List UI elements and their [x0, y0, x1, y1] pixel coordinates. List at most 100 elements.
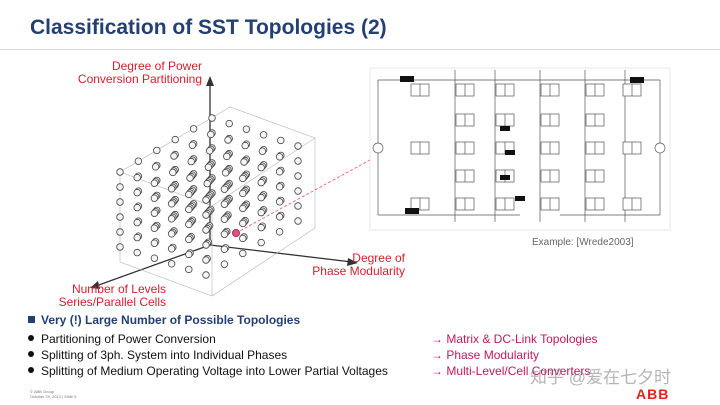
switch-cell	[585, 197, 605, 211]
lattice-dot	[186, 174, 194, 182]
lattice-dot	[257, 238, 265, 247]
lattice-dot	[133, 233, 141, 242]
lattice-dot	[204, 163, 213, 171]
lattice-dot	[294, 202, 302, 210]
lattice-dot	[167, 200, 176, 208]
lattice-dot	[116, 168, 124, 176]
title-divider	[0, 49, 720, 50]
lattice-dot	[208, 114, 216, 122]
lattice-dot	[185, 190, 193, 199]
lattice-dot	[220, 185, 229, 193]
lattice-dot	[167, 185, 176, 193]
switch-cell	[495, 83, 515, 97]
bullet-item: Splitting of 3ph. System into Individual…	[28, 348, 287, 362]
bullet-arrow-note: → Matrix & DC-Link Topologies	[431, 332, 598, 346]
lattice-dot	[116, 213, 124, 221]
lattice-dot	[277, 136, 285, 145]
switch-cell	[622, 141, 642, 155]
lattice-dot	[294, 142, 302, 150]
switch-cell	[495, 113, 515, 127]
switch-cell	[455, 141, 475, 155]
lattice-dot	[133, 218, 141, 227]
bullet-item: Splitting of Medium Operating Voltage in…	[28, 364, 388, 378]
lattice-dot	[167, 245, 176, 253]
phase-axis-label-line1: Degree of	[352, 251, 405, 265]
switch-cell	[540, 197, 560, 211]
switch-cell	[585, 83, 605, 97]
example-caption: Example: [Wrede2003]	[532, 237, 634, 248]
switch-cell	[622, 83, 642, 97]
lattice-dot	[242, 125, 251, 133]
lattice-dot	[167, 230, 176, 238]
abb-logo: ABB	[636, 386, 670, 402]
lattice-dot	[116, 183, 124, 191]
lattice-dot	[116, 198, 124, 206]
bullet-text: Splitting of Medium Operating Voltage in…	[41, 364, 388, 378]
lattice-dot	[185, 250, 193, 259]
lattice-dot	[220, 245, 229, 253]
lattice-dot	[239, 189, 247, 198]
switch-cell	[540, 169, 560, 183]
lattice-dot	[185, 265, 193, 274]
lattice-dot	[241, 141, 249, 150]
switch-cell	[455, 197, 475, 211]
lattice-dot	[239, 234, 247, 243]
lattice-dot	[275, 198, 284, 206]
lattice-dot	[133, 173, 141, 182]
lattice-dot	[257, 208, 265, 217]
lattice-dot	[202, 271, 210, 279]
bullet-dot-icon	[28, 335, 34, 341]
lattice-dot	[275, 183, 284, 191]
levels-axis-label-line1: Number of Levels	[71, 282, 166, 296]
lattice-dot	[239, 204, 247, 213]
lattice-dot	[203, 179, 211, 188]
switch-cell	[585, 113, 605, 127]
lattice-dot	[220, 230, 229, 238]
lattice-dot	[171, 135, 179, 144]
lattice-dot	[116, 243, 124, 251]
power-axis-arrowhead	[206, 76, 214, 86]
switch-cells	[410, 83, 642, 211]
lattice-dot	[275, 168, 284, 176]
bullet-dot-icon	[28, 351, 34, 357]
phase-axis	[209, 244, 353, 263]
lattice-dot	[150, 179, 159, 187]
lattice-dot	[257, 223, 265, 232]
switch-cell	[455, 169, 475, 183]
switch-cell	[410, 83, 430, 97]
bullet-text: Partitioning of Power Conversion	[41, 332, 216, 346]
lattice-dot	[239, 174, 247, 183]
lattice-dot	[258, 147, 267, 155]
slide-footer: © ABB Group October 29, 2013 | Slide 5	[30, 389, 76, 399]
switch-cell	[540, 113, 560, 127]
lattice-dot	[259, 131, 268, 139]
lattice-dot	[239, 249, 247, 258]
switch-cell	[455, 83, 475, 97]
lattice-dot	[150, 239, 159, 247]
lattice-dot	[116, 228, 124, 236]
lattice-dot	[225, 119, 233, 128]
bullet-dot-icon	[28, 367, 34, 373]
lattice-dot	[220, 215, 229, 223]
phase-axis-arrowhead	[347, 258, 358, 266]
lattice-dot	[167, 260, 176, 268]
lattice-dot	[294, 172, 302, 180]
sst-circuit-schematic	[369, 67, 671, 231]
phase-axis-label: Degree of Phase Modularity	[300, 252, 405, 278]
power-axis-label: Degree of Power Conversion Partitioning	[62, 60, 202, 86]
lattice-dot	[188, 141, 197, 149]
lattice-dots	[116, 114, 302, 279]
key-point-text: Very (!) Large Number of Possible Topolo…	[41, 313, 301, 327]
lattice-dot	[153, 146, 161, 155]
lattice-dot	[294, 217, 302, 225]
switch-cell	[495, 197, 515, 211]
lattice-dot	[150, 224, 159, 232]
lattice-dot	[202, 226, 210, 234]
lattice-dot	[207, 130, 215, 139]
lattice-dot	[257, 193, 265, 202]
lattice-dot	[275, 153, 284, 161]
lattice-dot	[150, 194, 159, 202]
switch-cell	[540, 83, 560, 97]
footer-line: October 29, 2013 | Slide 5	[30, 394, 77, 399]
